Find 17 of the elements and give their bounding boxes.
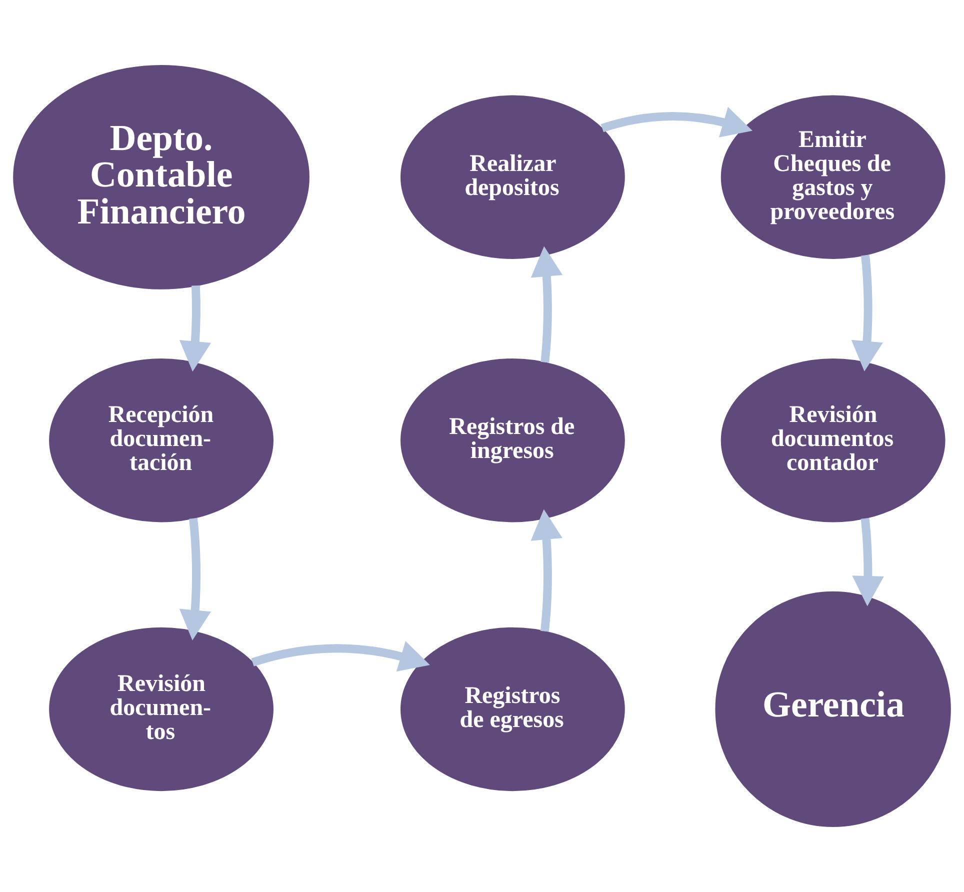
node-ellipse: Depto. Contable Financiero (13, 64, 310, 290)
arrow (179, 518, 211, 640)
arrow (179, 285, 212, 372)
node-ellipse: Recepción documen- tación (49, 358, 274, 522)
arrow (851, 254, 883, 372)
arrow (600, 106, 752, 138)
node-circle: Gerencia (715, 591, 951, 828)
arrow (251, 641, 430, 672)
node-ellipse: Revisión documentos contador (720, 358, 946, 522)
node-ellipse: Realizar depositos (400, 95, 625, 259)
arrow (530, 509, 562, 632)
arrow (852, 518, 884, 606)
arrow (530, 246, 563, 363)
node-ellipse: Registros de egresos (400, 627, 625, 792)
node-ellipse: Emitir Cheques de gastos y proveedores (720, 95, 946, 259)
node-ellipse: Revisión documen- tos (49, 627, 274, 792)
node-ellipse: Registros de ingresos (400, 358, 625, 522)
